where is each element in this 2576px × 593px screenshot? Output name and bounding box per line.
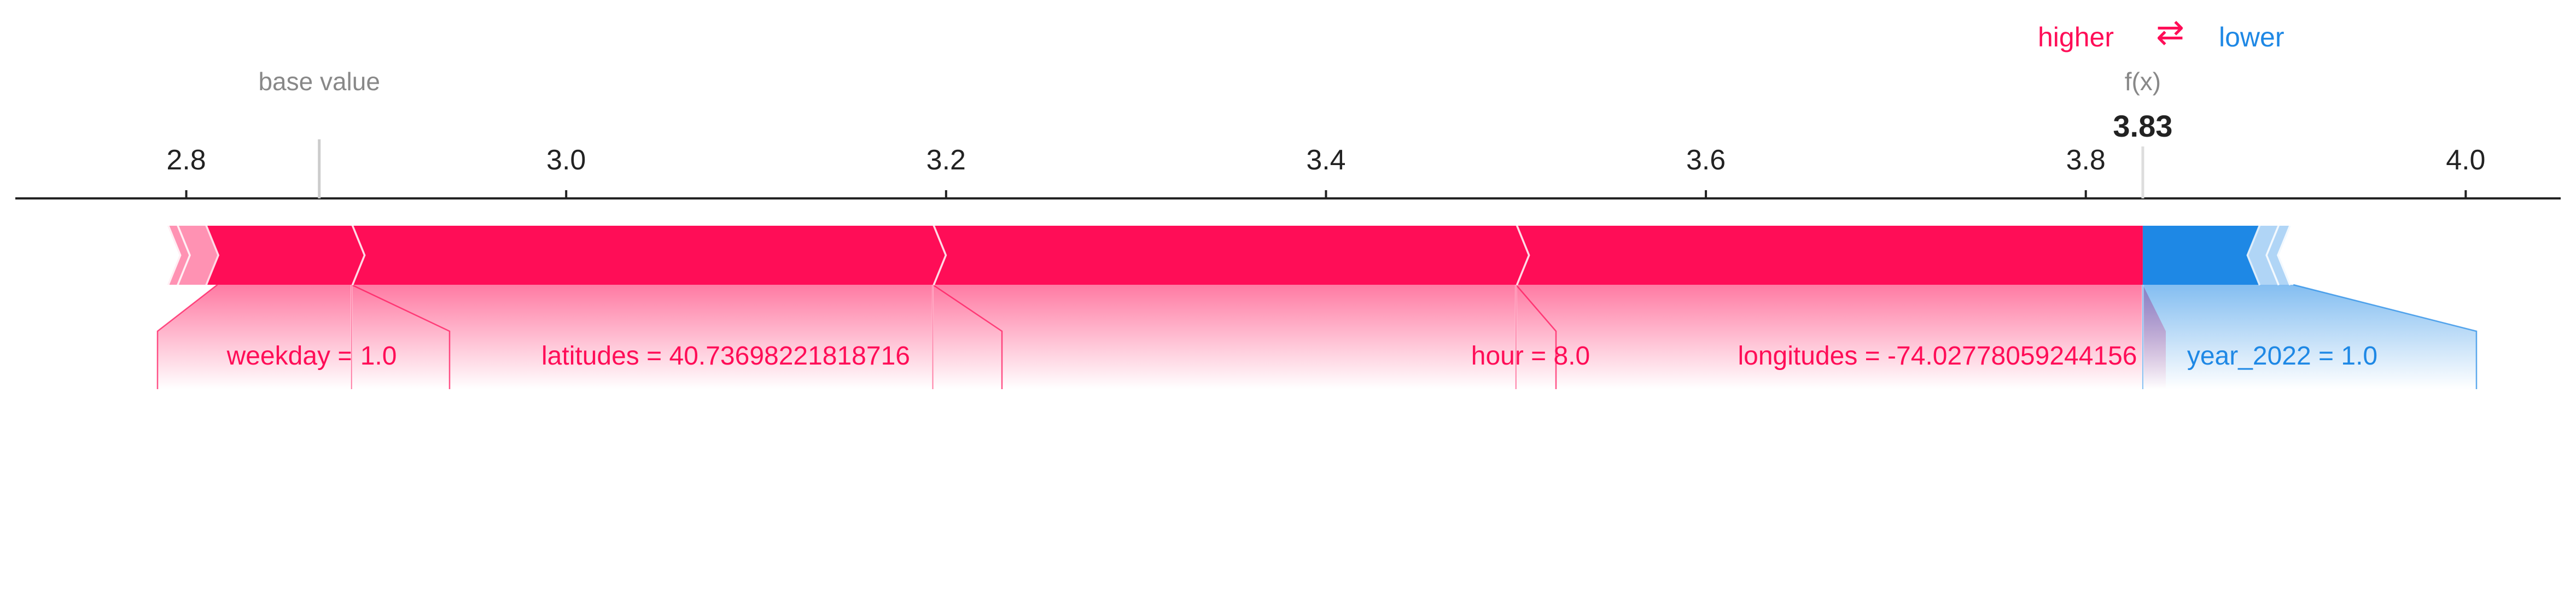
positive-feature-bar [205,226,364,285]
negative-feature-bar [2142,226,2261,285]
feature-separator [165,225,182,286]
x-tick-label: 4.0 [2446,144,2485,176]
x-tick-label: 3.2 [926,144,966,176]
positive-feature-bar [933,226,1528,285]
feature-label-region [158,285,450,389]
feature-bars [165,225,2293,286]
negative-feature-bar [2267,226,2291,285]
feature-label-connector [156,284,218,389]
feature-label-region [2142,285,2476,389]
legend-arrows-icon: ⇄ [2156,14,2184,51]
output-value: 3.83 [2113,109,2172,143]
feature-separator [2246,225,2263,286]
x-tick-label: 3.0 [546,144,586,176]
feature-label-connector [2293,284,2478,389]
negative-feature-label: year_2022 = 1.0 [2187,342,2377,371]
positive-feature-label: hour = 8.0 [1471,342,1590,371]
feature-separator [2277,225,2293,286]
positive-feature-bar [1516,226,2143,285]
legend-higher-label: higher [2038,22,2114,52]
positive-feature-bar [167,226,189,285]
feature-separator [174,225,191,286]
x-tick-label: 3.8 [2066,144,2106,176]
legend-lower-label: lower [2219,22,2284,52]
positive-feature-label: latitudes = 40.73698221818716 [541,342,910,371]
x-tick-label: 3.6 [1686,144,1726,176]
positive-feature-label: longitudes = -74.02778059244156 [1738,342,2137,371]
feature-label-region [933,285,1556,389]
x-axis-ticks: 2.8 3.0 3.2 3.4 3.6 3.8 4.0 [166,139,2485,198]
positive-feature-label: weekday = 1.0 [226,342,397,371]
fx-label: f(x) [2125,67,2161,96]
feature-label-region [1516,285,2166,389]
feature-labels: longitudes = -74.02778059244156 hour = 8.… [156,284,2478,389]
positive-feature-bar [351,226,945,285]
x-tick-label: 2.8 [166,144,206,176]
positive-feature-bar [177,226,218,285]
feature-separator [203,225,220,286]
feature-separator [2265,225,2282,286]
feature-label-region [351,285,1002,389]
x-tick-label: 3.4 [1306,144,1345,176]
base-value-label: base value [258,67,380,96]
